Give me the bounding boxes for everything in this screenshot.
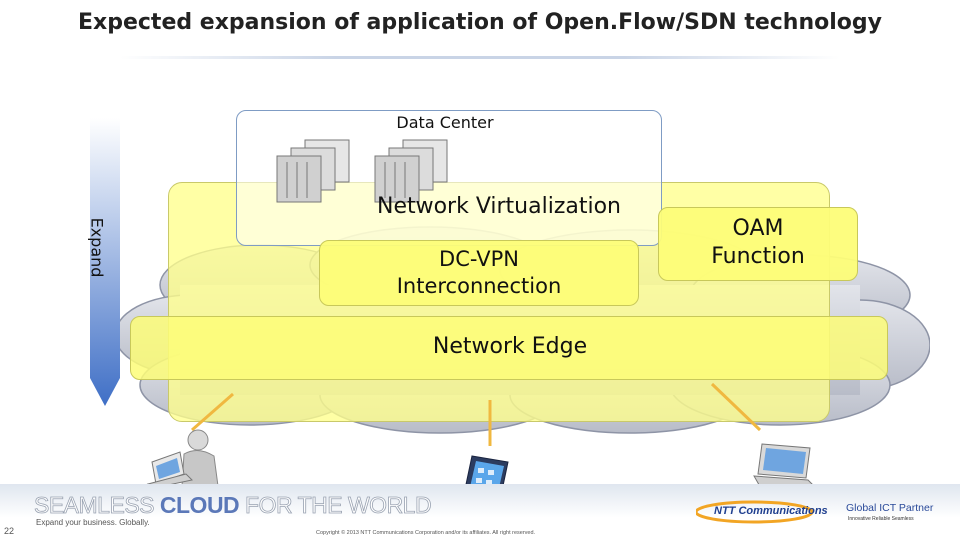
server-rack-icon: [374, 139, 448, 203]
oam-function-label: OAM Function: [711, 216, 805, 269]
ntt-swirl-icon: [696, 500, 814, 524]
page-title: Expected expansion of application of Ope…: [78, 10, 882, 35]
dc-vpn-label: DC-VPN Interconnection: [396, 247, 562, 298]
partner-tagline: Innovative Reliable Seamless: [848, 516, 914, 522]
ntt-logo-text: NTT Communications: [714, 505, 828, 517]
network-edge-label: Network Edge: [432, 334, 588, 359]
oam-function-box: [658, 207, 858, 281]
slogan-part-3: FOR THE WORLD: [239, 492, 432, 519]
copyright-notice: Copyright © 2013 NTT Communications Corp…: [316, 530, 536, 536]
server-rack-icon: [276, 139, 350, 203]
network-virtualization-label: Network Virtualization: [376, 194, 622, 219]
title-divider: [120, 56, 840, 59]
data-center-label: Data Center: [396, 113, 494, 132]
page-number: 22: [4, 526, 15, 536]
footer-tagline: Expand your business. Globally.: [36, 518, 150, 527]
expand-arrow: [90, 118, 120, 406]
user-laptop-icon: [146, 429, 219, 488]
dc-vpn-box: [319, 240, 639, 306]
slogan-part-2: CLOUD: [159, 492, 240, 518]
footer-band: [0, 484, 960, 540]
network-edge-box: [130, 316, 888, 380]
partner-label: Global ICT Partner: [846, 502, 934, 514]
ntt-logo: NTT Communications: [696, 500, 840, 524]
footer-slogan: SEAMLESS CLOUD FOR THE WORLD: [34, 492, 432, 519]
slogan-part-1: SEAMLESS: [34, 492, 160, 519]
